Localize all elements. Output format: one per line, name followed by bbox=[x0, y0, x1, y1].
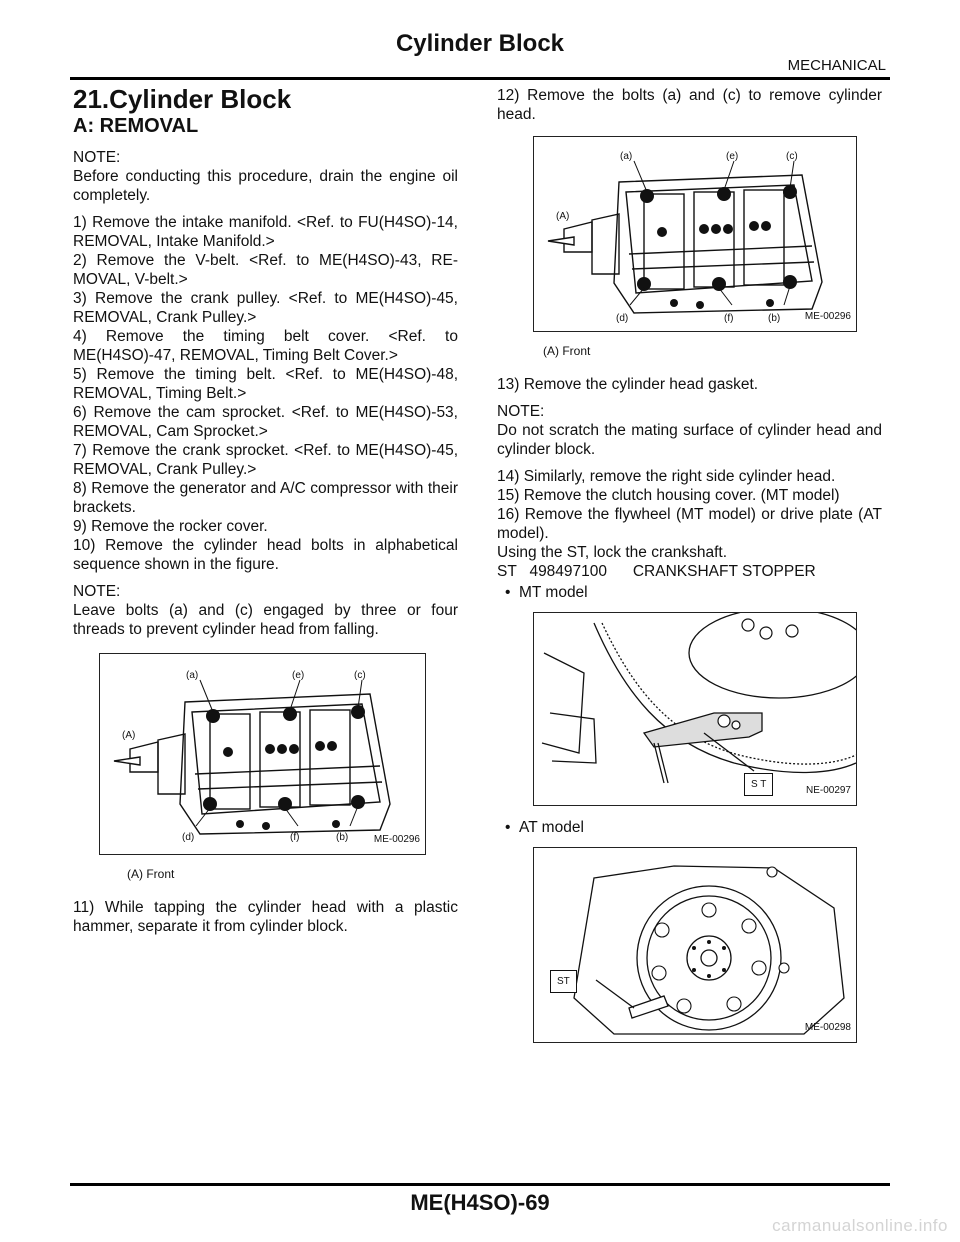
bullet-mt-model: • MT model bbox=[497, 583, 882, 602]
footer-rule bbox=[70, 1183, 890, 1186]
bullet-dot: • bbox=[505, 584, 511, 601]
right-column: 12) Remove the bolts (a) and (c) to remo… bbox=[497, 86, 882, 1043]
step-5: 5) Remove the timing belt. <Ref. to ME(H… bbox=[73, 366, 458, 402]
figure-code: ME-00296 bbox=[373, 834, 420, 845]
section-label: MECHANICAL bbox=[787, 57, 886, 74]
label-e: (e) bbox=[726, 151, 739, 162]
label-a: (a) bbox=[620, 151, 633, 162]
step-3: 3) Remove the crank pulley. <Ref. to ME(… bbox=[73, 290, 458, 326]
label-front-a: (A) bbox=[122, 730, 136, 741]
note-title: NOTE: bbox=[497, 403, 545, 420]
label-e: (e) bbox=[292, 670, 305, 681]
step-14: 14) Similarly, remove the right side cyl… bbox=[497, 468, 836, 485]
figure-code: NE-00297 bbox=[805, 785, 851, 796]
cylinder-head-drawing bbox=[113, 679, 391, 835]
note-title: NOTE: bbox=[73, 149, 121, 166]
step-8: 8) Remove the generator and A/C compress… bbox=[73, 480, 458, 516]
figure-code: ME-00296 bbox=[804, 311, 851, 322]
figure-caption: (A) Front bbox=[543, 344, 591, 358]
note-text: Do not scratch the mating surface of cyl… bbox=[497, 422, 882, 458]
step-10: 10) Remove the cylinder head bolts in al… bbox=[73, 537, 458, 573]
label-c: (c) bbox=[354, 670, 366, 681]
label-b: (b) bbox=[768, 313, 781, 324]
label-b: (b) bbox=[336, 832, 349, 843]
step-6: 6) Remove the cam sprocket. <Ref. to ME(… bbox=[73, 404, 458, 440]
mt-flywheel-drawing bbox=[541, 613, 856, 784]
step-9: 9) Remove the rocker cover. bbox=[73, 518, 268, 535]
sub-title: A: REMOVAL bbox=[73, 115, 199, 137]
left-column: 21.Cylinder Block A: REMOVAL NOTE: Befor… bbox=[73, 86, 458, 944]
step-12: 12) Remove the bolts (a) and (c) to remo… bbox=[497, 87, 882, 123]
label-d: (d) bbox=[616, 313, 629, 324]
steps-list: 1) Remove the intake manifold. <Ref. to … bbox=[73, 213, 458, 574]
note-text: Before conducting this procedure, drain … bbox=[73, 168, 458, 204]
page-header-title: Cylinder Block bbox=[395, 30, 565, 57]
label-front-a: (A) bbox=[556, 211, 570, 222]
header-rule bbox=[70, 77, 890, 80]
st-instruction: Using the ST, lock the crankshaft. bbox=[497, 544, 728, 561]
bullet-at-model: • AT model bbox=[497, 818, 882, 837]
cylinder-head-drawing-2 bbox=[547, 160, 823, 314]
label-c: (c) bbox=[786, 151, 798, 162]
st-label: S T bbox=[744, 773, 774, 796]
label-f: (f) bbox=[724, 313, 734, 324]
at-driveplate-figure: ST ME-00298 bbox=[533, 847, 857, 1043]
bullet-dot: • bbox=[505, 819, 511, 836]
bullet-text: AT model bbox=[519, 819, 584, 836]
step-13: 13) Remove the cylinder head gasket. bbox=[497, 376, 759, 393]
step-16: 16) Remove the flywheel (MT model) or dr… bbox=[497, 506, 882, 542]
step-11: 11) While tapping the cylinder head with… bbox=[73, 899, 458, 935]
main-title: 21.Cylinder Block bbox=[73, 84, 292, 114]
page-number: ME(H4SO)-69 bbox=[410, 1190, 550, 1215]
step-15: 15) Remove the clutch housing cover. (MT… bbox=[497, 487, 840, 504]
cylinder-head-figure-2: (a) (e) (c) (A) (d) (f) (b) ME-00296 bbox=[533, 136, 857, 332]
step-1: 1) Remove the intake manifold. <Ref. to … bbox=[73, 214, 458, 250]
st-label: ST bbox=[550, 970, 577, 993]
watermark: carmanualsonline.info bbox=[772, 1216, 948, 1235]
at-driveplate-drawing bbox=[573, 865, 845, 1035]
mt-flywheel-figure: S T NE-00297 bbox=[533, 612, 857, 806]
st-part: ST 498497100 CRANKSHAFT STOPPER bbox=[497, 563, 816, 580]
step-7: 7) Remove the crank sprocket. <Ref. to M… bbox=[73, 442, 458, 478]
note-text: Leave bolts (a) and (c) engaged by three… bbox=[73, 602, 458, 638]
figure-caption: (A) Front bbox=[127, 867, 175, 881]
note-title: NOTE: bbox=[73, 583, 121, 600]
cylinder-head-figure: (a) (e) (c) (A) (d) (f) (b) ME-00296 bbox=[99, 653, 426, 855]
step-2: 2) Remove the V-belt. <Ref. to ME(H4SO)-… bbox=[73, 252, 458, 288]
label-a: (a) bbox=[186, 670, 199, 681]
label-d: (d) bbox=[182, 832, 195, 843]
figure-code: ME-00298 bbox=[804, 1022, 851, 1033]
label-f: (f) bbox=[290, 832, 300, 843]
step-4: 4) Remove the timing belt cover. <Ref. t… bbox=[73, 328, 458, 364]
bullet-text: MT model bbox=[519, 584, 588, 601]
